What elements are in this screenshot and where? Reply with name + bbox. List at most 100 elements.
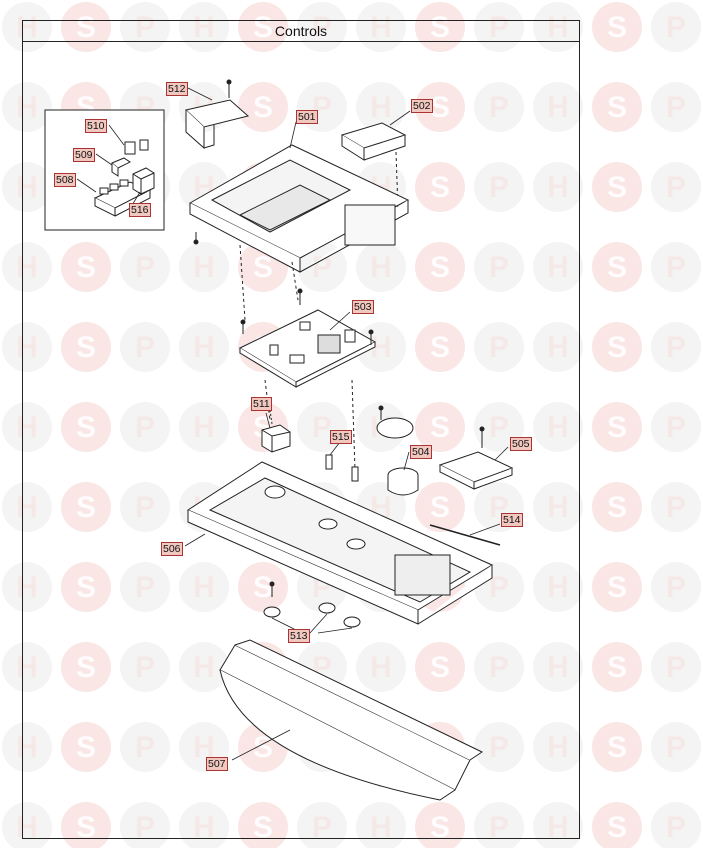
svg-text:S: S (430, 91, 450, 124)
svg-text:H: H (193, 251, 215, 284)
watermark-h-circle: H (179, 242, 229, 292)
svg-text:P: P (666, 251, 686, 284)
watermark-p-circle: P (474, 802, 524, 848)
callout-507: 507 (206, 757, 228, 771)
svg-text:S: S (430, 331, 450, 364)
svg-text:S: S (607, 411, 627, 444)
svg-text:H: H (547, 171, 569, 204)
svg-text:H: H (370, 651, 392, 684)
watermark-h-circle: H (2, 162, 52, 212)
watermark-p-circle: P (120, 242, 170, 292)
part-509-connector (111, 157, 131, 177)
watermark-h-circle: H (179, 2, 229, 52)
svg-text:S: S (607, 571, 627, 604)
watermark-p-circle: P (120, 2, 170, 52)
svg-text:H: H (370, 251, 392, 284)
part-510-clip (124, 139, 149, 155)
callout-505: 505 (510, 437, 532, 451)
svg-text:H: H (16, 491, 38, 524)
watermark-h-circle: H (533, 562, 583, 612)
part-504-sensor (376, 417, 419, 496)
part-507-front-cover (219, 639, 484, 801)
svg-text:P: P (666, 91, 686, 124)
svg-text:H: H (547, 251, 569, 284)
part-515-spacers (325, 454, 359, 482)
watermark-s-circle: S (415, 322, 465, 372)
watermark-s-circle: S (61, 642, 111, 692)
watermark-s-circle: S (238, 562, 288, 612)
watermark-s-circle: S (415, 162, 465, 212)
svg-text:P: P (135, 411, 155, 444)
watermark-p-circle: P (651, 802, 701, 848)
watermark-p-circle: P (297, 802, 347, 848)
watermark-s-circle: S (592, 242, 642, 292)
callout-515: 515 (330, 430, 352, 444)
callout-509: 509 (73, 148, 95, 162)
watermark-h-circle: H (533, 82, 583, 132)
watermark-p-circle: P (297, 242, 347, 292)
svg-text:S: S (607, 331, 627, 364)
svg-text:S: S (430, 491, 450, 524)
part-501-housing (188, 144, 410, 273)
svg-text:S: S (607, 11, 627, 44)
svg-text:P: P (666, 171, 686, 204)
svg-text:P: P (666, 491, 686, 524)
watermark-h-circle: H (2, 2, 52, 52)
diagram-frame (22, 20, 580, 839)
watermark-h-circle: H (2, 562, 52, 612)
part-513-knobs (263, 602, 361, 628)
svg-text:H: H (547, 91, 569, 124)
watermark-p-circle: P (651, 642, 701, 692)
callout-516: 516 (129, 203, 151, 217)
svg-text:H: H (16, 251, 38, 284)
watermark-h-circle: H (179, 802, 229, 848)
watermark-h-circle: H (356, 642, 406, 692)
watermark-p-circle: P (297, 2, 347, 52)
watermark-s-circle: S (415, 482, 465, 532)
watermark-s-circle: S (592, 482, 642, 532)
svg-text:H: H (16, 731, 38, 764)
svg-text:S: S (76, 731, 96, 764)
watermark-p-circle: P (651, 162, 701, 212)
part-502-cover (340, 122, 407, 161)
watermark-s-circle: S (61, 562, 111, 612)
watermark-p-circle: P (651, 242, 701, 292)
svg-text:P: P (489, 731, 509, 764)
svg-text:P: P (489, 651, 509, 684)
watermark-s-circle: S (592, 162, 642, 212)
watermark-p-circle: P (651, 2, 701, 52)
svg-text:H: H (547, 651, 569, 684)
svg-text:H: H (16, 651, 38, 684)
callout-514: 514 (501, 513, 523, 527)
title-bar: Controls (22, 20, 580, 42)
watermark-h-circle: H (533, 642, 583, 692)
watermark-s-circle: S (415, 642, 465, 692)
part-516-connector (132, 167, 155, 195)
svg-text:P: P (489, 11, 509, 44)
svg-text:S: S (76, 811, 96, 844)
svg-text:H: H (547, 571, 569, 604)
svg-text:S: S (76, 571, 96, 604)
svg-text:H: H (193, 731, 215, 764)
svg-text:P: P (489, 251, 509, 284)
svg-text:P: P (666, 731, 686, 764)
svg-text:S: S (607, 171, 627, 204)
watermark-p-circle: P (474, 242, 524, 292)
watermark-s-circle: S (415, 802, 465, 848)
svg-text:H: H (16, 331, 38, 364)
watermark-h-circle: H (533, 802, 583, 848)
svg-text:P: P (666, 811, 686, 844)
watermark-p-circle: P (120, 322, 170, 372)
callout-511: 511 (251, 397, 272, 411)
watermark-h-circle: H (533, 722, 583, 772)
watermark-s-circle: S (61, 402, 111, 452)
watermark-h-circle: H (179, 402, 229, 452)
watermark-h-circle: H (2, 402, 52, 452)
svg-text:S: S (76, 491, 96, 524)
watermark-s-circle: S (415, 82, 465, 132)
watermark-p-circle: P (120, 482, 170, 532)
watermark-s-circle: S (592, 82, 642, 132)
callout-513: 513 (288, 629, 310, 643)
callout-510: 510 (85, 119, 107, 133)
